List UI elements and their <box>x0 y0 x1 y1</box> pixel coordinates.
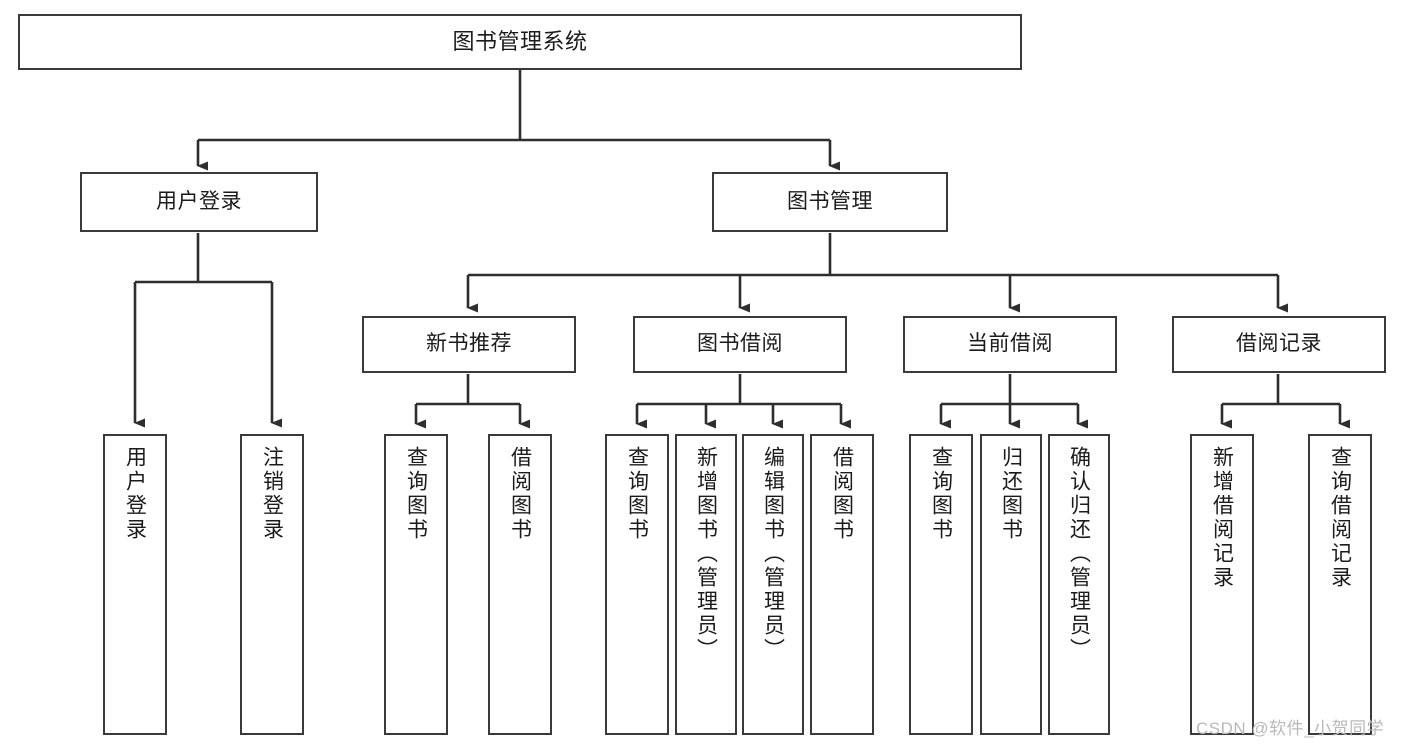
node-label: 借阅图书 <box>830 446 854 542</box>
node-label: 用户登录 <box>123 446 147 542</box>
node-label: 新书推荐 <box>426 332 512 356</box>
node-leaf-query-book-recommend[interactable]: 查询图书 <box>384 434 448 735</box>
node-label: 图书借阅 <box>697 332 783 356</box>
node-leaf-return-book[interactable]: 归还图书 <box>980 434 1042 735</box>
node-root-library-system[interactable]: 图书管理系统 <box>18 14 1022 70</box>
node-label: 确认归还（管理员） <box>1067 446 1091 662</box>
node-user-login[interactable]: 用户登录 <box>80 172 318 232</box>
node-label: 借阅图书 <box>508 446 532 542</box>
node-label: 编辑图书（管理员） <box>761 446 785 662</box>
node-label: 归还图书 <box>999 446 1023 542</box>
node-book-management[interactable]: 图书管理 <box>712 172 948 232</box>
node-leaf-borrow-book[interactable]: 借阅图书 <box>810 434 874 735</box>
node-leaf-edit-book[interactable]: 编辑图书（管理员） <box>742 434 804 735</box>
node-leaf-query-borrow-record[interactable]: 查询借阅记录 <box>1308 434 1372 735</box>
node-leaf-confirm-return[interactable]: 确认归还（管理员） <box>1048 434 1110 735</box>
node-label: 注销登录 <box>260 446 284 542</box>
node-label: 查询图书 <box>625 446 649 542</box>
node-leaf-add-book[interactable]: 新增图书（管理员） <box>675 434 737 735</box>
node-leaf-add-borrow-record[interactable]: 新增借阅记录 <box>1190 434 1254 735</box>
node-leaf-logout-login[interactable]: 注销登录 <box>240 434 304 735</box>
node-label: 新增借阅记录 <box>1210 446 1234 590</box>
node-label: 查询图书 <box>929 446 953 542</box>
node-label: 查询借阅记录 <box>1328 446 1352 590</box>
node-label: 当前借阅 <box>967 332 1053 356</box>
node-borrow-record[interactable]: 借阅记录 <box>1172 316 1386 373</box>
node-leaf-query-book-borrow[interactable]: 查询图书 <box>605 434 669 735</box>
node-leaf-user-login[interactable]: 用户登录 <box>103 434 167 735</box>
node-label: 借阅记录 <box>1236 332 1322 356</box>
node-book-borrow[interactable]: 图书借阅 <box>633 316 847 373</box>
node-label: 用户登录 <box>156 189 242 213</box>
node-label: 图书管理 <box>787 189 873 213</box>
node-new-book-recommend[interactable]: 新书推荐 <box>362 316 576 373</box>
node-current-borrow[interactable]: 当前借阅 <box>903 316 1117 373</box>
node-leaf-borrow-book-recommend[interactable]: 借阅图书 <box>488 434 552 735</box>
node-label: 图书管理系统 <box>452 29 588 55</box>
node-label: 新增图书（管理员） <box>694 446 718 662</box>
node-label: 查询图书 <box>404 446 428 542</box>
watermark-text: CSDN @软件_小贺同学 <box>1196 719 1385 738</box>
node-leaf-query-book-current[interactable]: 查询图书 <box>909 434 973 735</box>
